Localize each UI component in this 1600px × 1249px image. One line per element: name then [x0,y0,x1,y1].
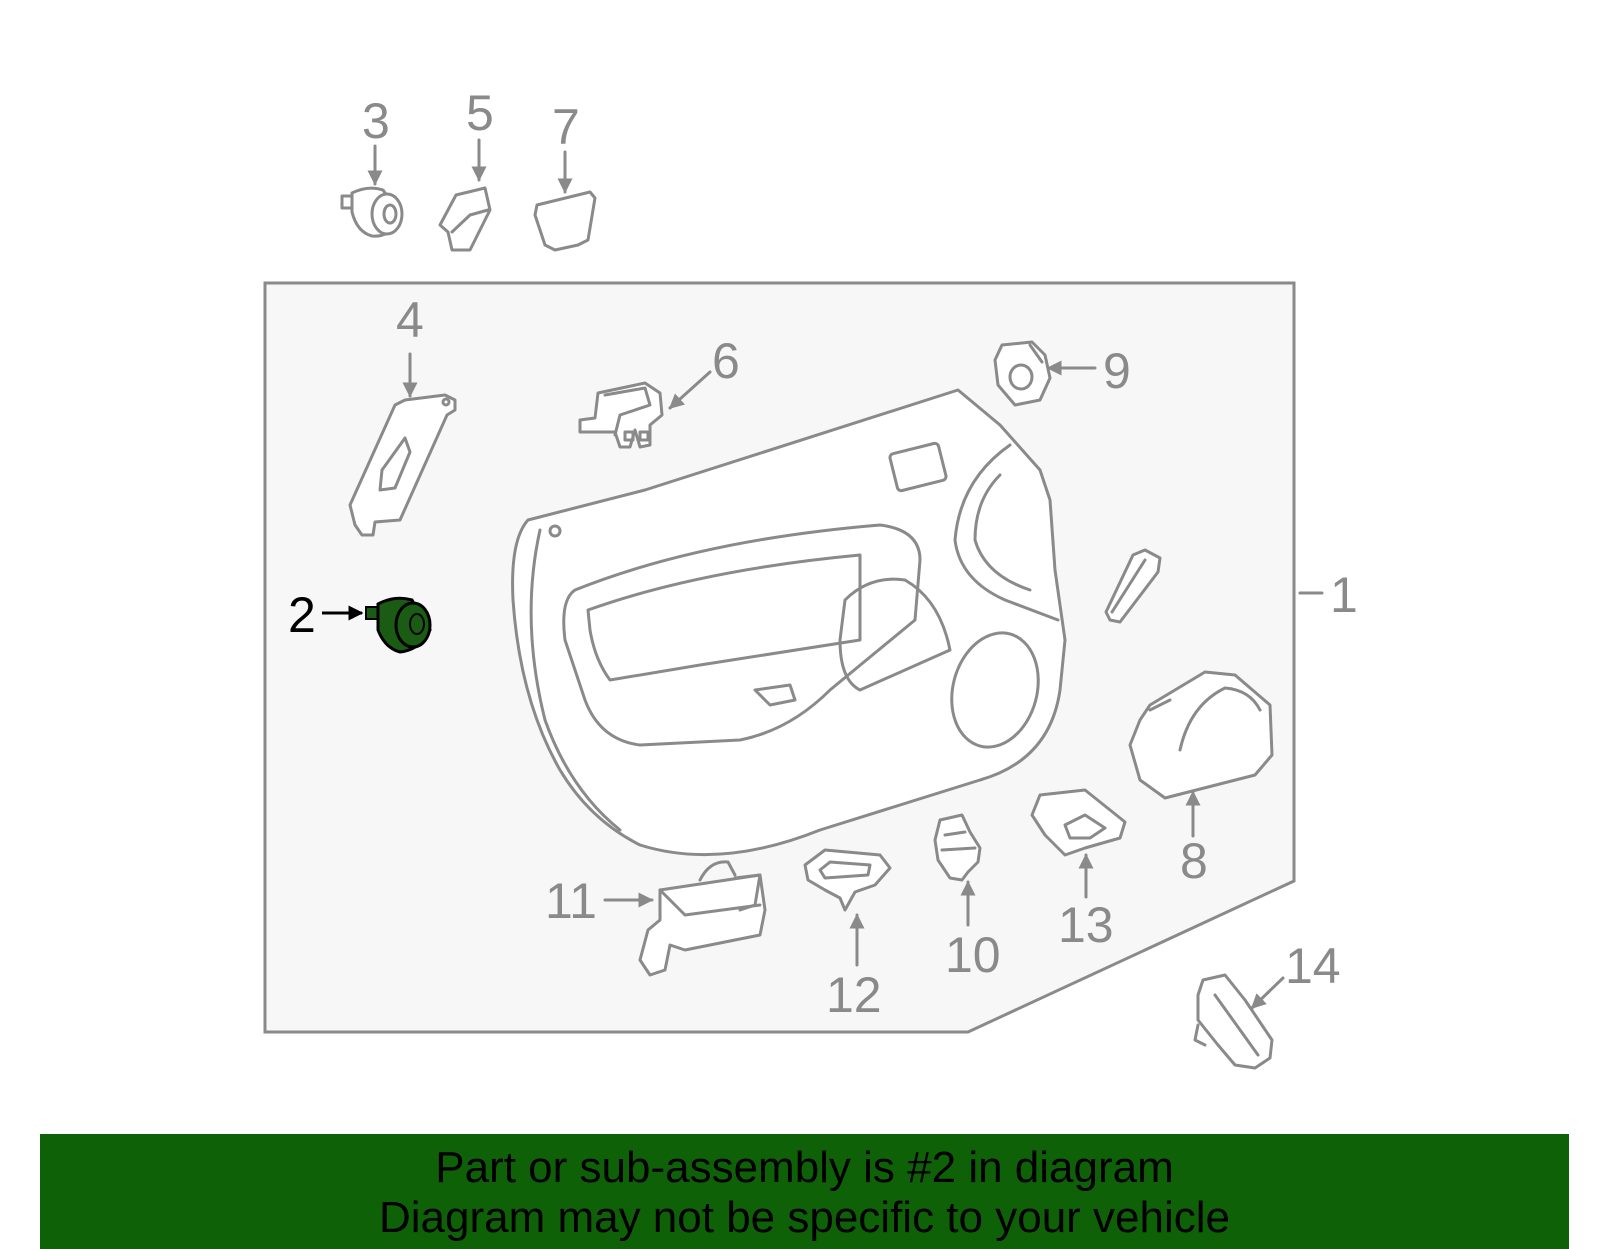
callout-5: 5 [466,85,494,141]
part-4-bracket[interactable] [348,393,457,537]
part-8-speaker-grille[interactable] [1128,670,1274,800]
part-2-knob[interactable] [365,596,432,654]
info-banner: Part or sub-assembly is #2 in diagram Di… [40,1134,1569,1249]
part-9-cap[interactable] [993,340,1052,407]
callout-11: 11 [545,873,597,929]
banner-line-1: Part or sub-assembly is #2 in diagram [435,1143,1174,1192]
part-7-cover[interactable] [533,190,597,252]
callout-10: 10 [945,927,1001,983]
callout-6: 6 [712,333,740,389]
callout-14: 14 [1285,938,1341,994]
part-12-switch[interactable] [803,848,892,912]
callout-12: 12 [826,967,882,1023]
part-11-switch-bezel[interactable] [638,860,767,977]
parts-diagram: 1 2 3 5 7 4 6 [263,85,1358,1070]
callout-3: 3 [362,93,390,149]
part-6-bracket[interactable] [578,381,664,449]
part-1-door-trim-panel[interactable] [511,388,1067,857]
banner-line-2: Diagram may not be specific to your vehi… [378,1193,1231,1242]
callout-2: 2 [288,587,316,643]
part-14-switch[interactable] [1193,973,1274,1070]
callout-1: 1 [1330,567,1358,623]
part-3-knob[interactable] [340,186,404,238]
callout-13: 13 [1058,897,1114,953]
callout-8: 8 [1180,833,1208,889]
part-5-clip[interactable] [438,186,492,252]
callout-4: 4 [396,292,424,348]
callout-7: 7 [552,99,580,155]
callout-9: 9 [1103,343,1131,399]
part-10-switch[interactable] [933,813,982,882]
part-pull-strip[interactable] [1104,548,1162,624]
part-13-bezel[interactable] [1030,788,1127,857]
